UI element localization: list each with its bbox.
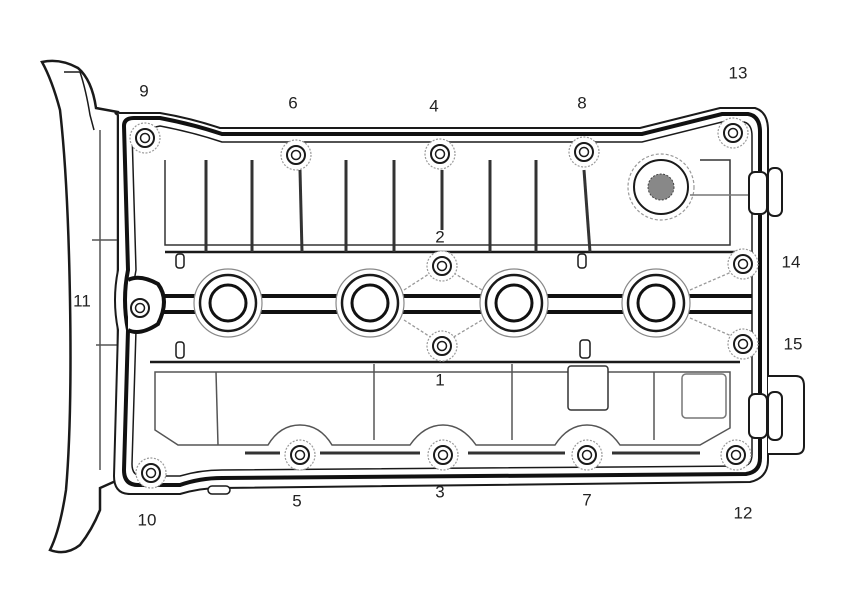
sequence-label-8: 8 xyxy=(577,93,587,113)
bolts xyxy=(129,117,759,489)
bolt-2 xyxy=(426,250,458,282)
spark-plug-well-3 xyxy=(479,268,549,338)
bolt-3 xyxy=(427,439,459,471)
left-flange xyxy=(40,59,120,554)
bolt-5 xyxy=(284,439,316,471)
bolt-14 xyxy=(727,248,759,280)
spark-plug-well-1 xyxy=(193,268,263,338)
bolt-11 xyxy=(130,298,150,318)
sequence-label-9: 9 xyxy=(139,81,149,101)
bolt-10 xyxy=(135,457,167,489)
sequence-label-15: 15 xyxy=(783,334,803,354)
spark-plug-wells xyxy=(193,268,691,338)
sequence-label-5: 5 xyxy=(292,491,302,511)
bolt-1 xyxy=(426,330,458,362)
sequence-label-11: 11 xyxy=(73,291,91,311)
sequence-label-7: 7 xyxy=(582,490,592,510)
sequence-label-13: 13 xyxy=(728,63,748,83)
bolt-6 xyxy=(280,139,312,171)
sequence-label-4: 4 xyxy=(429,96,439,116)
sequence-label-6: 6 xyxy=(288,93,298,113)
bolt-13 xyxy=(717,117,749,149)
bolt-15 xyxy=(727,328,759,360)
bolt-8 xyxy=(568,136,600,168)
sequence-label-3: 3 xyxy=(435,482,445,502)
sequence-label-2: 2 xyxy=(435,227,445,247)
sequence-label-14: 14 xyxy=(781,252,801,272)
bolt-9 xyxy=(129,122,161,154)
bolt-4 xyxy=(424,138,456,170)
spark-plug-well-2 xyxy=(335,268,405,338)
upper-ribs xyxy=(204,160,592,253)
bolt-7 xyxy=(571,439,603,471)
sequence-label-10: 10 xyxy=(137,510,157,530)
sequence-label-1: 1 xyxy=(435,370,445,390)
oil-filler-cap xyxy=(627,153,748,221)
spark-plug-well-4 xyxy=(621,268,691,338)
cover-gasket xyxy=(121,112,762,487)
bolt-12 xyxy=(720,439,752,471)
sequence-label-12: 12 xyxy=(733,503,753,523)
